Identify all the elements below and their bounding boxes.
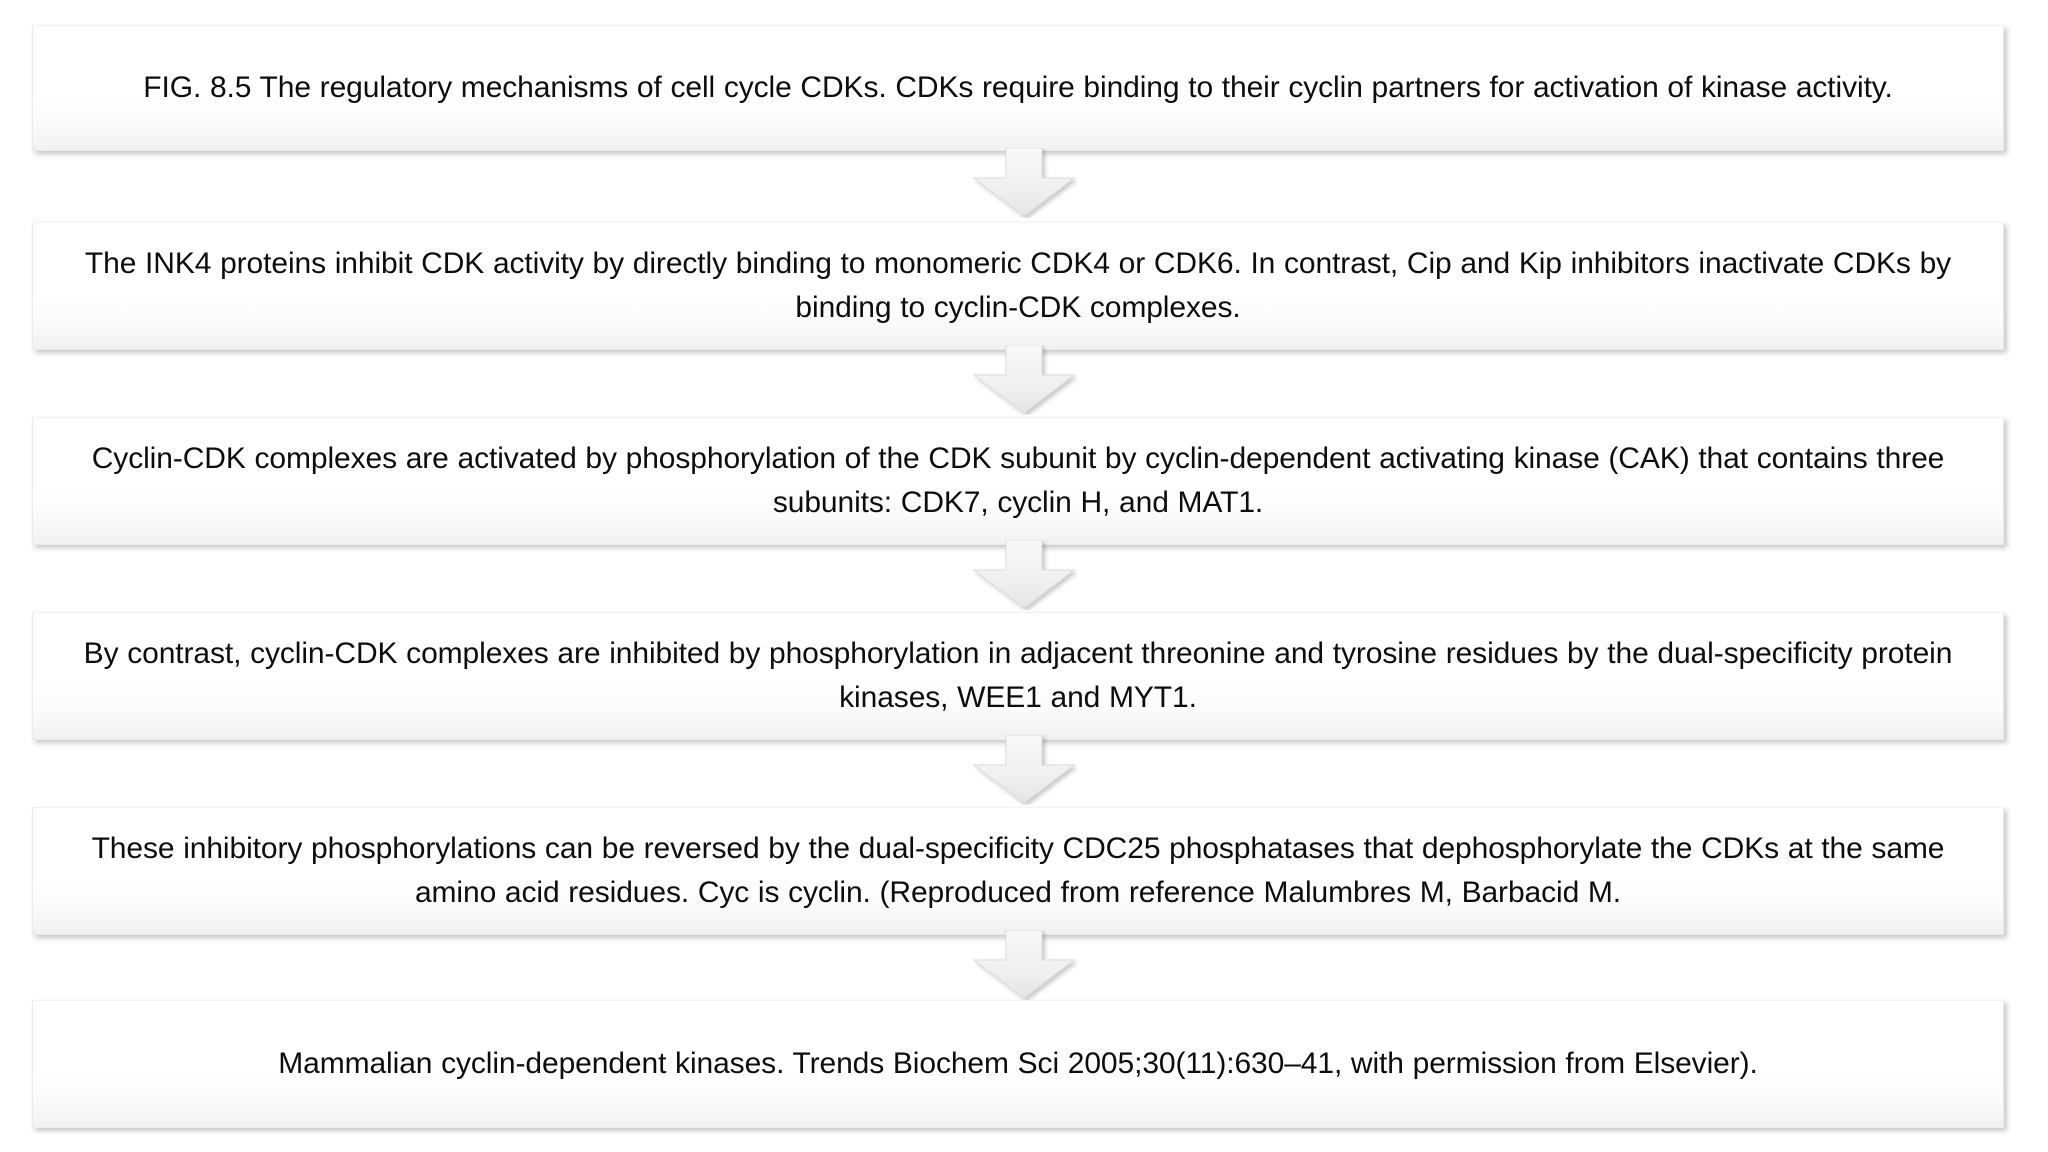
flow-step-text-1: FIG. 8.5 The regulatory mechanisms of ce…: [143, 71, 1893, 104]
down-arrow-icon-4: [970, 735, 1078, 805]
down-arrow-icon-2: [970, 345, 1078, 415]
down-arrow-icon-3: [970, 540, 1078, 610]
flow-step-box-1: FIG. 8.5 The regulatory mechanisms of ce…: [32, 25, 2004, 151]
flow-step-text-5: These inhibitory phosphorylations can be…: [91, 832, 1945, 909]
down-arrow-icon-5: [970, 930, 1078, 1000]
down-arrow-icon-1: [970, 148, 1078, 218]
flow-step-text-3: Cyclin-CDK complexes are activated by ph…: [91, 442, 1945, 519]
flow-step-box-6: Mammalian cyclin-dependent kinases. Tren…: [32, 1000, 2004, 1128]
flow-step-text-6: Mammalian cyclin-dependent kinases. Tren…: [278, 1047, 1758, 1080]
flow-step-box-4: By contrast, cyclin-CDK complexes are in…: [32, 612, 2004, 740]
flow-step-box-3: Cyclin-CDK complexes are activated by ph…: [32, 417, 2004, 545]
flow-step-text-4: By contrast, cyclin-CDK complexes are in…: [83, 637, 1953, 714]
flow-step-box-5: These inhibitory phosphorylations can be…: [32, 807, 2004, 935]
flow-step-box-2: The INK4 proteins inhibit CDK activity b…: [32, 222, 2004, 350]
flow-step-text-2: The INK4 proteins inhibit CDK activity b…: [84, 247, 1952, 324]
